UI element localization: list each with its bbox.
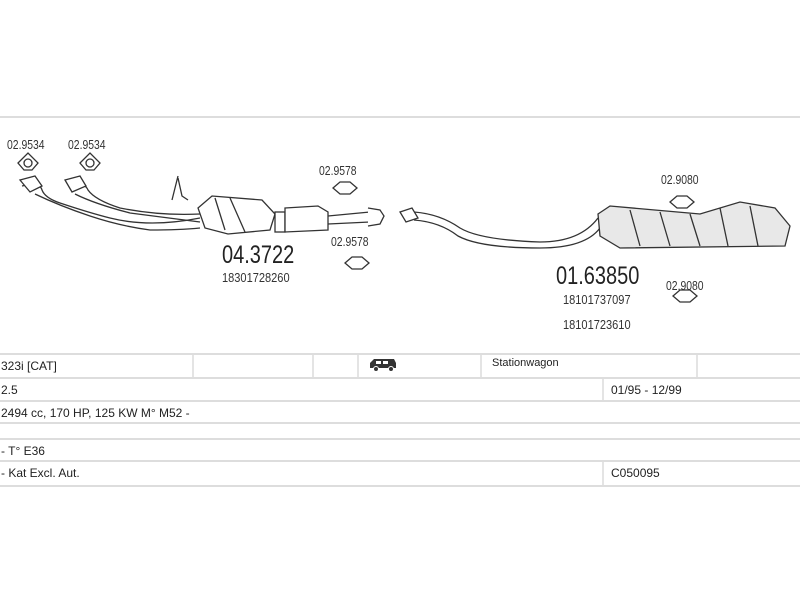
rear-pipe	[399, 207, 601, 249]
divider	[0, 116, 800, 118]
part-label-hanger: 02.9080	[661, 172, 699, 187]
table-row: 323i [CAT] Stationwagon	[0, 353, 800, 377]
part-label-gasket: 02.9534	[68, 137, 106, 152]
gasket-icon	[17, 152, 39, 171]
exhaust-diagram	[17, 152, 791, 303]
engine: 2.5	[1, 383, 18, 397]
table-row: 2.5 01/95 - 12/99	[0, 377, 800, 400]
rear-muffler	[597, 201, 791, 249]
table-row: 2494 cc, 170 HP, 125 KW M° M52 -	[0, 400, 800, 422]
specs: 2494 cc, 170 HP, 125 KW M° M52 -	[1, 406, 190, 420]
rear-oe-number: 18101723610	[563, 317, 631, 332]
hanger-icon	[669, 195, 695, 209]
gasket-icon	[79, 152, 101, 171]
rear-part-number: 01.63850	[556, 262, 640, 290]
part-label-hanger: 02.9080	[666, 278, 704, 293]
code: C050095	[611, 466, 660, 480]
front-oe-number: 18301728260	[222, 270, 290, 285]
car-icon	[368, 358, 398, 375]
table-row: - Kat Excl. Aut. C050095	[0, 460, 800, 487]
part-label-gasket: 02.9534	[7, 137, 45, 152]
years: 01/95 - 12/99	[611, 383, 682, 397]
type: - T° E36	[1, 444, 45, 458]
front-pipe	[18, 175, 201, 231]
table-row	[0, 422, 800, 438]
body-type: Stationwagon	[492, 357, 559, 369]
part-label-hanger: 02.9578	[331, 234, 369, 249]
model: 323i [CAT]	[1, 359, 57, 373]
table-row: - T° E36	[0, 438, 800, 460]
rear-oe-number: 18101737097	[563, 292, 631, 307]
catalytic-converter	[197, 195, 385, 235]
part-label-hanger: 02.9578	[319, 163, 357, 178]
note: - Kat Excl. Aut.	[1, 466, 80, 480]
hanger-icon	[344, 256, 370, 270]
front-part-number: 04.3722	[222, 241, 295, 269]
hanger-icon	[332, 181, 358, 195]
hanger-icon	[672, 289, 698, 303]
